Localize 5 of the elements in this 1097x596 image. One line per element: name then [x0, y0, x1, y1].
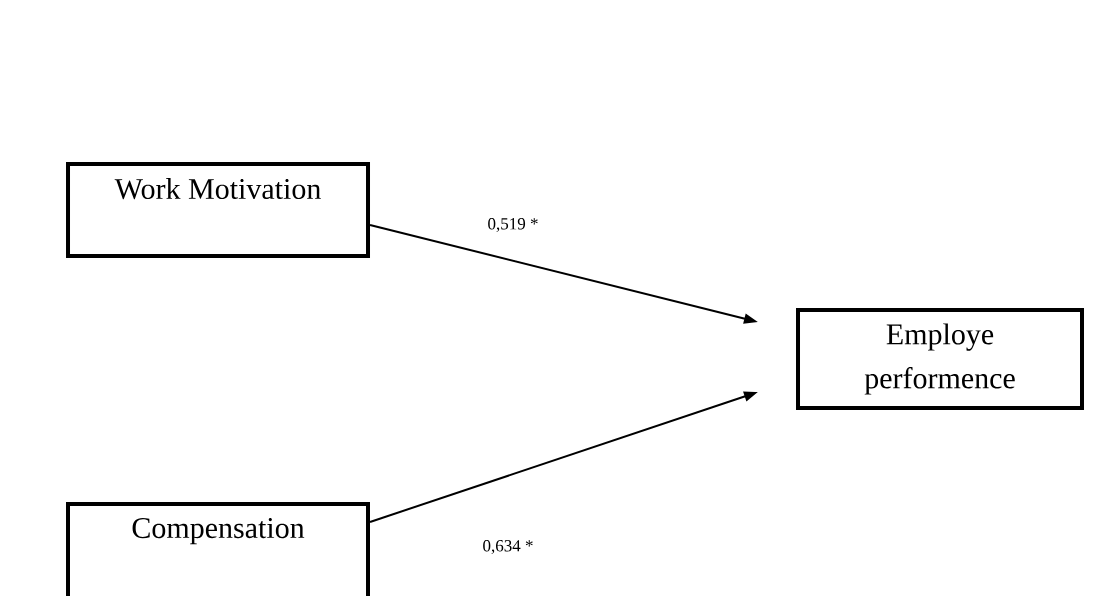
text-box: Compensation [66, 502, 370, 596]
edge-label: 0,634 * [481, 539, 535, 555]
text-box: Work Motivation [66, 162, 370, 258]
text-box: Employe performence [796, 308, 1084, 410]
edge-label: 0,519 * [486, 217, 540, 233]
